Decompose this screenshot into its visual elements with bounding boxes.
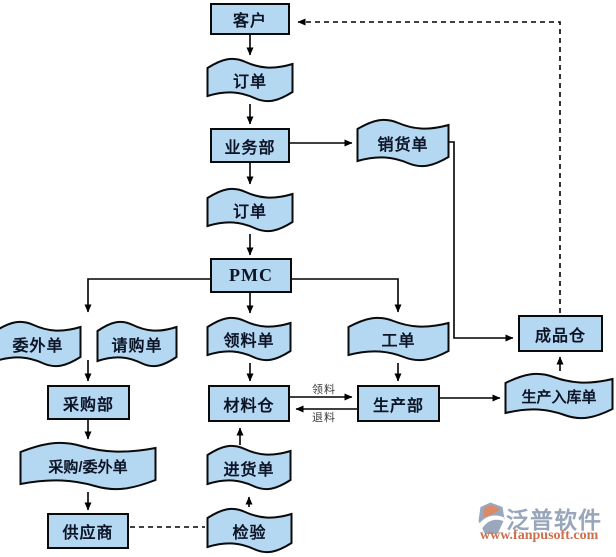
- node-label: 进货单: [223, 461, 275, 479]
- node-label: 委外单: [12, 338, 64, 355]
- node-customer: 客户: [210, 3, 290, 35]
- node-material-warehouse: 材料仓: [208, 385, 290, 422]
- document-shape: [96, 320, 178, 368]
- document-shape: [504, 372, 614, 420]
- node-label: 订单: [232, 74, 267, 91]
- node-outsourcing-order: 委外单: [0, 320, 82, 368]
- node-label: 业务部: [224, 139, 276, 157]
- document-shape: [206, 444, 292, 491]
- node-label: 工单: [381, 333, 416, 350]
- node-label: 订单: [232, 204, 267, 221]
- document-shape: [206, 57, 294, 103]
- brand-url: www.fanpusoft.com: [480, 528, 599, 543]
- watermark: 泛普软件 www.fanpusoft.com: [478, 501, 610, 549]
- node-inspection: 检验: [206, 507, 293, 554]
- node-order-2: 订单: [206, 187, 294, 233]
- document-shape: [0, 320, 82, 368]
- node-purchase-requisition: 请购单: [96, 320, 178, 368]
- node-order-1: 订单: [206, 57, 294, 103]
- node-purchase-outsourcing-order: 采购/委外单: [19, 441, 157, 491]
- document-shape: [206, 507, 293, 554]
- node-label: 客户: [232, 13, 267, 30]
- document-shape: [206, 316, 292, 362]
- node-sales-order: 销货单: [356, 118, 450, 168]
- node-work-order: 工单: [347, 316, 450, 362]
- node-production-dept: 生产部: [357, 385, 440, 422]
- edge-label-return-material: 退料: [312, 412, 336, 424]
- edge-finished-customer-dashed: [297, 18, 561, 313]
- edge-salesorder-finished: [449, 141, 514, 342]
- fanpu-logo-icon: [478, 502, 505, 534]
- node-incoming-order: 进货单: [206, 444, 292, 491]
- node-label: 材料仓: [223, 397, 275, 415]
- node-label: 采购/委外单: [48, 458, 128, 476]
- node-label: 生产入库单: [521, 388, 597, 406]
- node-purchasing-dept: 采购部: [47, 385, 130, 420]
- node-production-inbound-order: 生产入库单: [504, 372, 614, 420]
- node-finished-goods-warehouse: 成品仓: [518, 315, 603, 352]
- node-supplier: 供应商: [47, 513, 129, 549]
- document-shape: [347, 316, 450, 362]
- node-label: PMC: [229, 265, 273, 285]
- node-label: 请购单: [111, 338, 163, 355]
- node-label: 采购部: [62, 396, 114, 414]
- edge-label-pick-material: 领料: [312, 384, 336, 396]
- edge-pmc-left-branch: [84, 278, 210, 313]
- document-shape: [206, 187, 294, 233]
- document-shape: [356, 118, 450, 168]
- node-material-requisition: 领料单: [206, 316, 292, 362]
- node-label: 成品仓: [534, 327, 586, 345]
- brand-name: 泛普软件: [506, 507, 602, 533]
- node-pmc: PMC: [210, 258, 292, 293]
- node-label: 销货单: [377, 137, 429, 154]
- node-sales-dept: 业务部: [210, 128, 290, 163]
- node-label: 检验: [232, 524, 267, 542]
- node-label: 供应商: [62, 525, 114, 542]
- edge-pmc-workorder: [292, 278, 402, 313]
- document-shape: [19, 441, 157, 491]
- node-label: 生产部: [372, 397, 424, 415]
- node-label: 领料单: [223, 333, 275, 350]
